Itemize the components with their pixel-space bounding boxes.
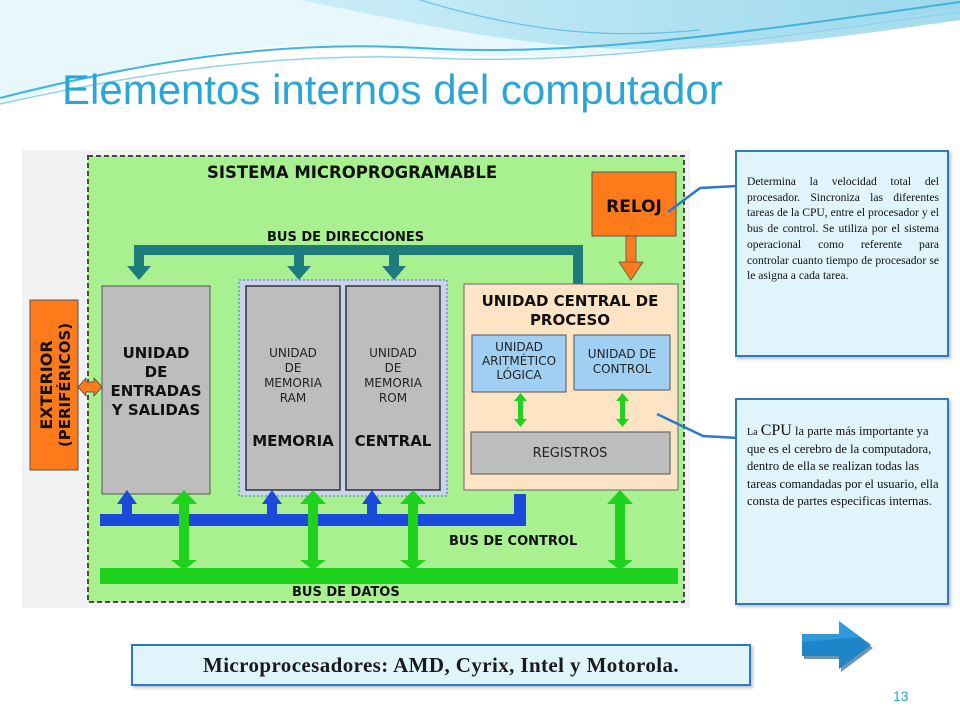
registers-label: REGISTROS	[533, 446, 608, 461]
ram-unit-line3: MEMORIA	[264, 376, 323, 390]
control-register-arrow	[616, 393, 629, 427]
page-number: 13	[893, 688, 909, 704]
exterior-box	[29, 299, 79, 471]
clock-box	[591, 171, 677, 237]
rom-unit-line3: MEMORIA	[364, 376, 423, 390]
alu-line1: UNIDAD	[495, 340, 543, 354]
io-unit-line3: ENTRADAS	[110, 382, 201, 400]
clock-label: RELOJ	[606, 197, 662, 217]
exterior-label-line1: EXTERIOR	[37, 340, 56, 429]
clock-callout-text: Determina la velocidad total del procesa…	[747, 175, 939, 283]
data-bus	[100, 568, 678, 584]
exterior-label-line2: (PERIFÉRICOS)	[55, 323, 74, 447]
cpu-callout-text: la parte más importante ya que es el cer…	[747, 424, 939, 508]
alu-box	[471, 334, 567, 393]
control-bus-arrows	[117, 490, 382, 516]
data-bus-label: BUS DE DATOS	[292, 585, 400, 600]
cpu-callout-cpu-word: CPU	[760, 422, 792, 439]
cpu-title-line2: PROCESO	[530, 311, 610, 329]
header-wave-decoration	[0, 0, 960, 105]
alu-line3: LÓGICA	[496, 367, 542, 382]
rom-unit-line4: ROM	[379, 391, 407, 405]
alu-line2: ARITMÉTICO	[482, 353, 556, 368]
registers-box	[470, 431, 671, 475]
address-bus-arrow-rom	[382, 266, 406, 280]
clock-arrow	[618, 261, 644, 281]
cpu-callout-paragraph: La CPU la parte más importante ya que es…	[737, 400, 947, 510]
microprocessors-box: Microprocesadores: AMD, Cyrix, Intel y M…	[131, 644, 751, 686]
ram-unit	[245, 285, 341, 491]
system-label: SISTEMA MICROPROGRAMABLE	[207, 163, 497, 182]
microprocessors-text: Microprocesadores: AMD, Cyrix, Intel y M…	[202, 652, 680, 677]
rom-unit	[345, 285, 441, 491]
rom-unit-line2: DE	[385, 361, 402, 375]
address-bus-label: BUS DE DIRECCIONES	[267, 230, 424, 245]
address-bus-arrow-io	[127, 266, 151, 280]
control-bus-label: BUS DE CONTROL	[449, 534, 577, 549]
address-bus-arrow-ram	[287, 266, 311, 280]
control-unit-box	[573, 334, 671, 391]
io-unit-line1: UNIDAD	[123, 344, 190, 362]
control-unit-line2: CONTROL	[593, 362, 652, 376]
io-unit-line2: DE	[145, 363, 168, 381]
microprogrammable-system-diagram: SISTEMA MICROPROGRAMABLE EXTERIOR (PERIF…	[22, 150, 690, 608]
alu-register-arrow	[514, 393, 527, 427]
central-label: CENTRAL	[355, 432, 432, 450]
address-bus	[134, 245, 583, 286]
clock-callout-connector	[667, 184, 738, 213]
control-unit-line1: UNIDAD DE	[588, 347, 656, 361]
cpu-title-line1: UNIDAD CENTRAL DE	[482, 292, 659, 310]
cpu-callout-la: La	[747, 427, 758, 438]
data-bus-arrows	[171, 490, 633, 570]
next-slide-button[interactable]	[800, 620, 876, 672]
clock-callout: Determina la velocidad total del procesa…	[735, 150, 949, 357]
cpu-callout-connector	[656, 412, 739, 440]
control-bus	[100, 494, 526, 526]
io-unit-line4: Y SALIDAS	[111, 401, 201, 419]
right-arrow-icon	[802, 621, 873, 672]
cpu-callout: La CPU la parte más importante ya que es…	[735, 398, 949, 605]
ram-unit-line1: UNIDAD	[269, 346, 317, 360]
rom-unit-line1: UNIDAD	[369, 346, 417, 360]
ram-unit-line2: DE	[285, 361, 302, 375]
io-unit	[101, 285, 211, 495]
memory-label: MEMORIA	[252, 432, 334, 450]
slide-title: Elementos internos del computador	[62, 66, 723, 113]
ram-unit-line4: RAM	[280, 391, 306, 405]
